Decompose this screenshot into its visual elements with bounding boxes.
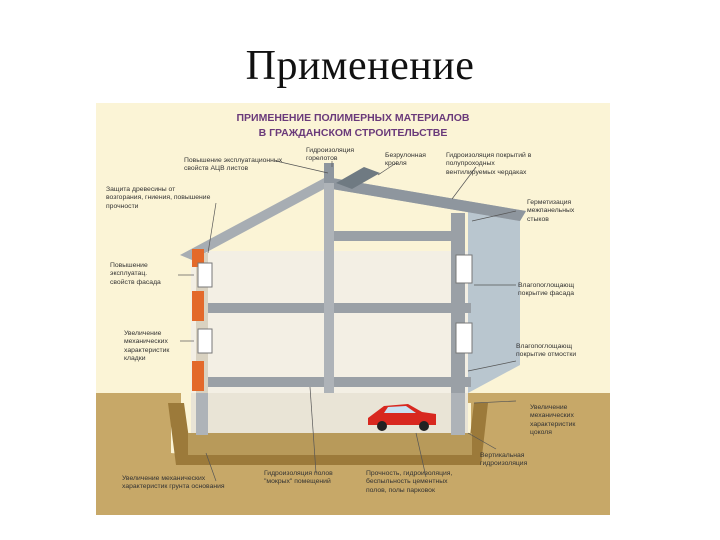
chimney — [324, 163, 334, 193]
label-asbestos-sheets: Повышение эксплуатационных свойств АЦВ л… — [184, 157, 283, 173]
slide-title: Применение — [245, 43, 475, 89]
interior-wall — [324, 183, 334, 393]
label-facade-coating: Влагопоглощающ покрытие фасада — [518, 282, 575, 298]
label-mechanical-props: Увеличение механических характеристик кл… — [124, 330, 170, 363]
label-seam-sealing: Герметизация межпанельных стыков — [527, 199, 575, 223]
right-wall — [451, 213, 465, 393]
label-wood-protection: Защита древесины от возгорания, гниения,… — [106, 186, 211, 210]
leader-lines — [178, 160, 517, 482]
window — [455, 254, 473, 284]
building-cross-section — [96, 160, 610, 515]
label-foundation-props: Увеличение механических характеристик гр… — [122, 475, 225, 491]
right-basement-wall — [451, 393, 465, 435]
label-floor-dustless: Прочность, гидроизоляция, беспыльность ц… — [366, 470, 453, 494]
label-wet-rooms: Гидроизоляция полов "мокрых" помещений — [264, 470, 333, 486]
label-vertical-waterproofing: Вертикальная гидроизоляция — [480, 452, 528, 468]
car-illustration — [368, 404, 436, 431]
label-overhang-coating: Влагопоглощающ покрытие отмостки — [516, 343, 577, 359]
left-basement-wall — [196, 393, 208, 435]
roof-slope — [326, 177, 526, 221]
label-facade-properties: Повышение эксплуатац. свойств фасада — [110, 262, 161, 286]
diagram-heading-line2: В ГРАЖДАНСКОМ СТРОИТЕЛЬСТВЕ — [258, 127, 448, 139]
side-facade — [468, 211, 520, 393]
diagram-heading-line1: ПРИМЕНЕНИЕ ПОЛИМЕРНЫХ МАТЕРИАЛОВ — [236, 112, 470, 124]
window — [197, 262, 213, 288]
roof-vent — [336, 167, 380, 189]
excavation-edge — [168, 403, 488, 465]
label-attic-waterproofing: Гидроизоляция покрытий в полупроходных в… — [446, 152, 532, 176]
window — [455, 322, 473, 354]
facade-panel — [192, 291, 204, 321]
left-wall — [196, 253, 208, 393]
basement-floor-slab — [188, 433, 472, 455]
facade-panel — [192, 361, 204, 391]
window — [197, 328, 213, 354]
label-chimney-waterproofing: Гидроизоляция горелотов — [306, 147, 355, 163]
label-basement-props: Увеличение механических характеристик цо… — [530, 404, 576, 437]
label-roof-cover: Безрулонная кровля — [385, 152, 426, 168]
attic-slab — [328, 231, 460, 241]
